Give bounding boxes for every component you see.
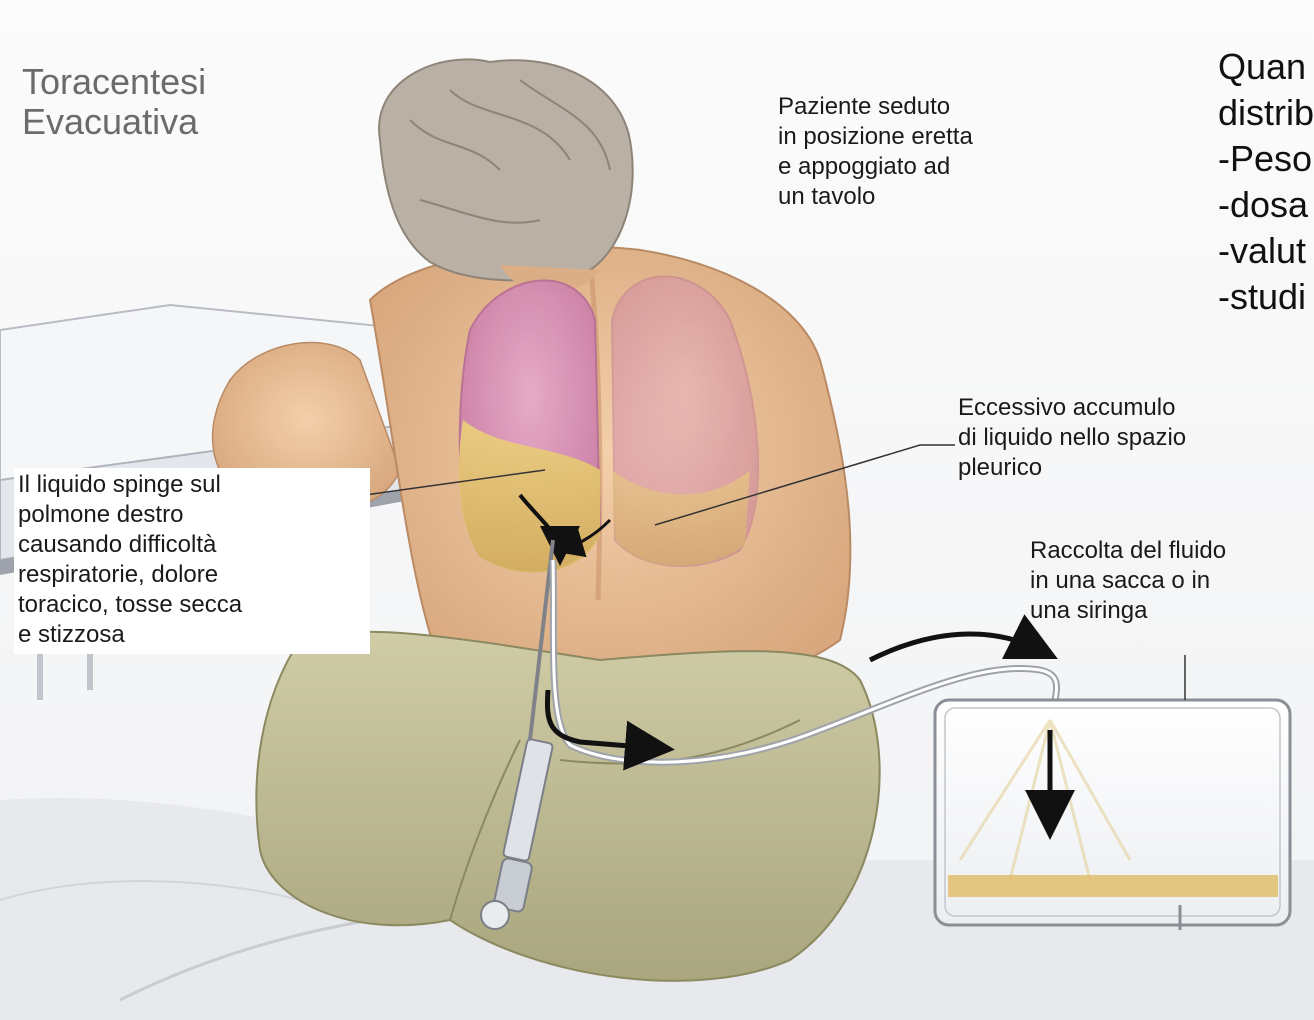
side-text-line: -dosa — [1218, 182, 1314, 228]
side-text-line: distrib — [1218, 90, 1314, 136]
side-text-list: Quan distrib -Peso -dosa -valut -studi — [1218, 44, 1314, 320]
side-text-line: -valut — [1218, 228, 1314, 274]
diagram-title: Toracentesi Evacuativa — [22, 62, 206, 142]
patient-back — [370, 247, 850, 704]
title-line-2: Evacuativa — [22, 102, 206, 142]
label-fluid-accumulation: Eccessivo accumulo di liquido nello spaz… — [958, 393, 1186, 483]
side-text-line: Quan — [1218, 44, 1314, 90]
title-line-1: Toracentesi — [22, 62, 206, 102]
head-hair — [379, 59, 633, 280]
label-patient-seated: Paziente seduto in posizione eretta e ap… — [778, 92, 973, 212]
label-liquid-effect: Il liquido spinge sul polmone destro cau… — [14, 468, 370, 654]
side-text-line: -Peso — [1218, 136, 1314, 182]
collected-fluid — [948, 875, 1278, 897]
side-text-line: -studi — [1218, 274, 1314, 320]
label-fluid-collection: Raccolta del fluido in una sacca o in un… — [1030, 536, 1226, 626]
